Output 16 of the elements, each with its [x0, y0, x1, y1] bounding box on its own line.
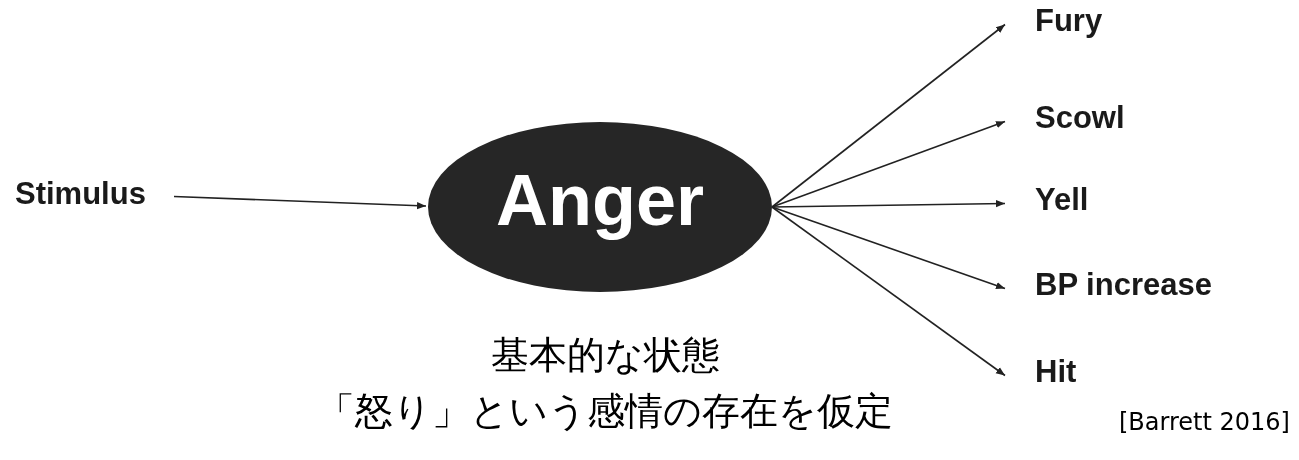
- response-label: BP increase: [1035, 269, 1212, 300]
- arrow: [771, 200, 1006, 208]
- response-label: Yell: [1035, 184, 1089, 215]
- arrow: [771, 206, 1006, 290]
- caption-text: 「怒り」という感情の存在を仮定: [317, 392, 893, 430]
- arrow: [173, 195, 427, 210]
- response-label: Fury: [1035, 5, 1103, 36]
- response-label: Hit: [1035, 356, 1077, 387]
- ellipse-node: Anger: [428, 122, 772, 292]
- citation-text: [Barrett 2016]: [1119, 410, 1290, 434]
- stimulus-label: Stimulus: [15, 178, 146, 209]
- arrow: [771, 23, 1006, 208]
- response-label: Scowl: [1035, 102, 1125, 133]
- arrow: [771, 120, 1006, 208]
- arrow: [771, 206, 1006, 377]
- caption-text: 基本的な状態: [490, 336, 720, 374]
